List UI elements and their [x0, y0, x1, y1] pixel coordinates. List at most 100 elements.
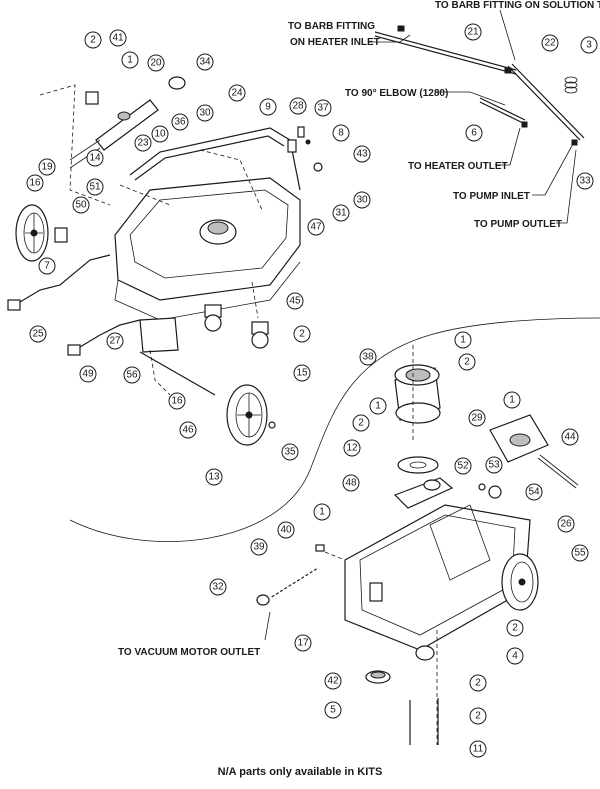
callout-1-a: 1 — [121, 51, 139, 69]
callout-1-d: 1 — [503, 391, 521, 409]
callout-1-e: 1 — [313, 503, 331, 521]
callout-11: 11 — [469, 740, 487, 758]
callout-16-a: 16 — [26, 174, 44, 192]
cord-49 — [74, 319, 141, 351]
svg-text:30: 30 — [199, 108, 211, 119]
callout-51: 51 — [86, 178, 104, 196]
callout-7: 7 — [38, 257, 56, 275]
left-wheel — [15, 204, 49, 262]
callout-34: 34 — [196, 53, 214, 71]
callout-2-f: 2 — [469, 674, 487, 692]
svg-text:34: 34 — [199, 57, 211, 68]
svg-text:21: 21 — [467, 27, 479, 38]
callout-10: 10 — [151, 125, 169, 143]
handle-frame-inner — [134, 135, 285, 181]
axle-rod — [139, 351, 216, 396]
callout-52: 52 — [454, 457, 472, 475]
callout-24: 24 — [228, 84, 246, 102]
leader-dash-8 — [324, 551, 346, 561]
callout-48: 48 — [342, 474, 360, 492]
svg-text:38: 38 — [362, 352, 374, 363]
callout-39: 39 — [250, 538, 268, 556]
callout-30-b: 30 — [353, 191, 371, 209]
svg-text:53: 53 — [488, 460, 500, 471]
svg-text:1: 1 — [319, 507, 325, 518]
svg-text:39: 39 — [253, 542, 265, 553]
callout-46: 46 — [179, 421, 197, 439]
fitting-9 — [287, 139, 297, 153]
svg-text:27: 27 — [109, 336, 121, 347]
svg-text:28: 28 — [292, 101, 304, 112]
callout-3: 3 — [580, 36, 598, 54]
svg-text:9: 9 — [265, 102, 271, 113]
callout-1-c: 1 — [369, 397, 387, 415]
callout-8: 8 — [332, 124, 350, 142]
gasket-12-hole — [409, 461, 427, 469]
note-pump-outlet: TO PUMP OUTLET — [474, 219, 562, 230]
svg-text:11: 11 — [473, 744, 484, 755]
callout-50: 50 — [72, 196, 90, 214]
callout-54: 54 — [525, 483, 543, 501]
svg-text:1: 1 — [460, 335, 466, 346]
callout-36: 36 — [171, 113, 189, 131]
caster-left — [204, 304, 222, 332]
callout-1-b: 1 — [454, 331, 472, 349]
callout-38: 38 — [359, 348, 377, 366]
callout-55: 55 — [571, 544, 589, 562]
hose-6 — [479, 97, 526, 121]
callout-23: 23 — [134, 134, 152, 152]
note-vacuum-outlet: TO VACUUM MOTOR OUTLET — [118, 647, 260, 658]
svg-text:2: 2 — [358, 418, 364, 429]
svg-text:24: 24 — [231, 88, 243, 99]
svg-text:5: 5 — [330, 705, 336, 716]
fitting-53 — [488, 485, 502, 499]
svg-text:16: 16 — [171, 396, 183, 407]
callout-25: 25 — [29, 325, 47, 343]
callout-22: 22 — [541, 34, 559, 52]
note-barb-heater-2: ON HEATER INLET — [290, 37, 380, 48]
hose-22-b — [511, 63, 585, 139]
handle-frame — [129, 127, 301, 191]
leader-dash-3 — [119, 184, 171, 206]
leader-elbow — [435, 91, 506, 106]
plug — [7, 299, 21, 311]
callout-43: 43 — [353, 145, 371, 163]
fitting-52 — [478, 483, 486, 491]
motor-cap — [207, 221, 229, 235]
callout-40: 40 — [277, 521, 295, 539]
filter-42-center — [370, 671, 386, 679]
hose-end-2 — [504, 67, 512, 74]
svg-text:4: 4 — [512, 651, 518, 662]
note-barb-solution: TO BARB FITTING ON SOLUTION TANK — [435, 0, 600, 11]
callout-37: 37 — [314, 99, 332, 117]
svg-text:56: 56 — [126, 370, 138, 381]
svg-text:1: 1 — [375, 401, 381, 412]
callout-16-b: 16 — [168, 392, 186, 410]
callout-44: 44 — [561, 428, 579, 446]
note-barb-heater: TO BARB FITTING — [288, 21, 375, 32]
callout-19: 19 — [38, 158, 56, 176]
grommet-34 — [168, 76, 186, 90]
leader-dash-1 — [39, 84, 111, 206]
svg-text:15: 15 — [296, 368, 308, 379]
section-divider-curve — [69, 317, 600, 542]
svg-text:55: 55 — [574, 548, 586, 559]
motor-mount-48 — [393, 477, 454, 509]
svg-text:35: 35 — [284, 447, 296, 458]
callout-2-b: 2 — [293, 325, 311, 343]
plug-49 — [67, 344, 81, 356]
callout-56: 56 — [123, 366, 141, 384]
callout-45: 45 — [286, 292, 304, 310]
svg-text:32: 32 — [212, 582, 224, 593]
rear-wheel — [226, 384, 268, 446]
callout-14: 14 — [86, 149, 104, 167]
fitting-28 — [297, 126, 305, 138]
callout-28: 28 — [289, 97, 307, 115]
spring-clamp-3 — [564, 76, 578, 94]
svg-text:37: 37 — [317, 103, 329, 114]
callout-47: 47 — [307, 218, 325, 236]
svg-text:29: 29 — [471, 413, 483, 424]
leader-dash-2 — [199, 149, 263, 211]
callout-2-a: 2 — [84, 31, 102, 49]
